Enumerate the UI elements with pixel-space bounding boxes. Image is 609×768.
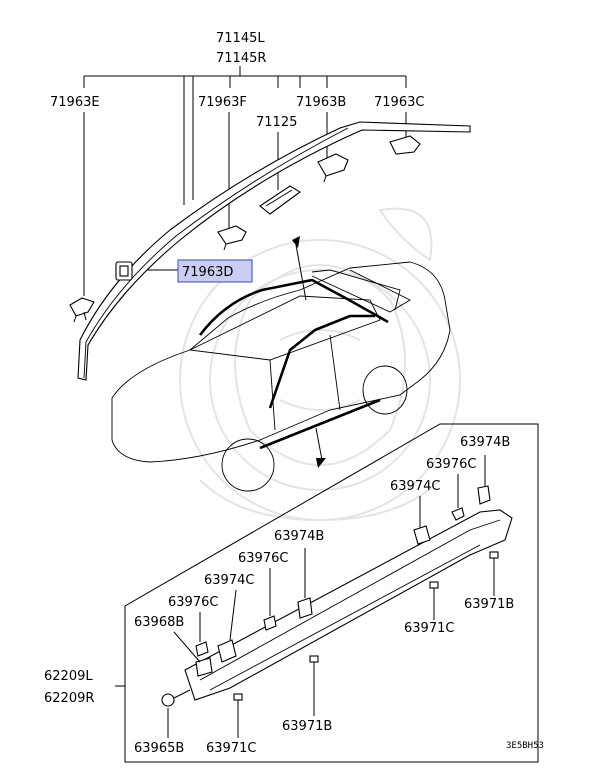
clip-63976C-mid-icon	[263, 615, 277, 631]
label-leaders	[83, 112, 407, 296]
label-63974B-mid[interactable]: 63974B	[274, 529, 324, 544]
label-71963C[interactable]: 71963C	[374, 95, 424, 110]
label-63971B-bottom[interactable]: 63971B	[282, 719, 332, 734]
label-63976C-mid[interactable]: 63976C	[238, 551, 288, 566]
watermark-emblem	[179, 207, 461, 522]
screw-63971B-bottom-icon	[309, 655, 319, 680]
label-63965B[interactable]: 63965B	[134, 741, 184, 756]
label-71145R[interactable]: 71145R	[216, 51, 266, 66]
clip-63974C-mid-icon	[217, 639, 237, 663]
clip-63968B-icon	[195, 657, 213, 677]
direction-arrows	[292, 236, 326, 468]
label-63974C-mid[interactable]: 63974C	[204, 573, 254, 588]
label-62209R[interactable]: 62209R	[44, 691, 94, 706]
label-71125[interactable]: 71125	[256, 115, 297, 130]
screw-63965B-icon	[161, 689, 191, 707]
label-63976C-right[interactable]: 63976C	[426, 457, 476, 472]
label-71963D[interactable]: 71963D	[182, 265, 233, 280]
label-71963F[interactable]: 71963F	[198, 95, 247, 110]
clip-63974B-mid-icon	[297, 597, 313, 619]
car-body	[111, 261, 451, 492]
clip-63974B-right-icon	[477, 485, 491, 505]
clip-71963D-icon	[115, 261, 133, 281]
clip-63976C-right-icon	[451, 507, 465, 521]
label-63976C-left[interactable]: 63976C	[168, 595, 218, 610]
label-71145L[interactable]: 71145L	[216, 31, 265, 46]
moulding-71125-icon	[259, 185, 301, 215]
figure-code: 3E5BH53	[506, 741, 544, 751]
header-leader-lines	[83, 66, 407, 205]
sill-panel-box	[115, 423, 539, 763]
clip-63976C-left-icon	[195, 641, 209, 657]
label-63974B-right[interactable]: 63974B	[460, 435, 510, 450]
label-63974C-right[interactable]: 63974C	[390, 479, 440, 494]
roof-moulding	[77, 121, 471, 381]
label-63971C-right[interactable]: 63971C	[404, 621, 454, 636]
roof-clips	[69, 135, 421, 323]
label-62209L[interactable]: 62209L	[44, 669, 93, 684]
label-71963E[interactable]: 71963E	[50, 95, 100, 110]
label-63968B[interactable]: 63968B	[134, 615, 184, 630]
clip-71963B-icon	[317, 153, 349, 183]
screw-63971C-bottom-icon	[233, 693, 243, 718]
highlight-box	[177, 259, 253, 283]
clip-63974C-right-icon	[413, 525, 431, 545]
clip-71963F-icon	[217, 225, 247, 251]
label-71963B[interactable]: 71963B	[296, 95, 346, 110]
sill-clips	[161, 485, 499, 718]
label-63971C-bottom[interactable]: 63971C	[206, 741, 256, 756]
clip-leaders	[167, 455, 495, 738]
clip-71963C-icon	[389, 135, 421, 155]
clip-71963E-icon	[69, 297, 95, 323]
side-sill-garnish	[184, 509, 513, 701]
screw-63971B-right-icon	[489, 551, 499, 572]
screw-63971C-right-icon	[429, 581, 439, 604]
label-63971B-right[interactable]: 63971B	[464, 597, 514, 612]
